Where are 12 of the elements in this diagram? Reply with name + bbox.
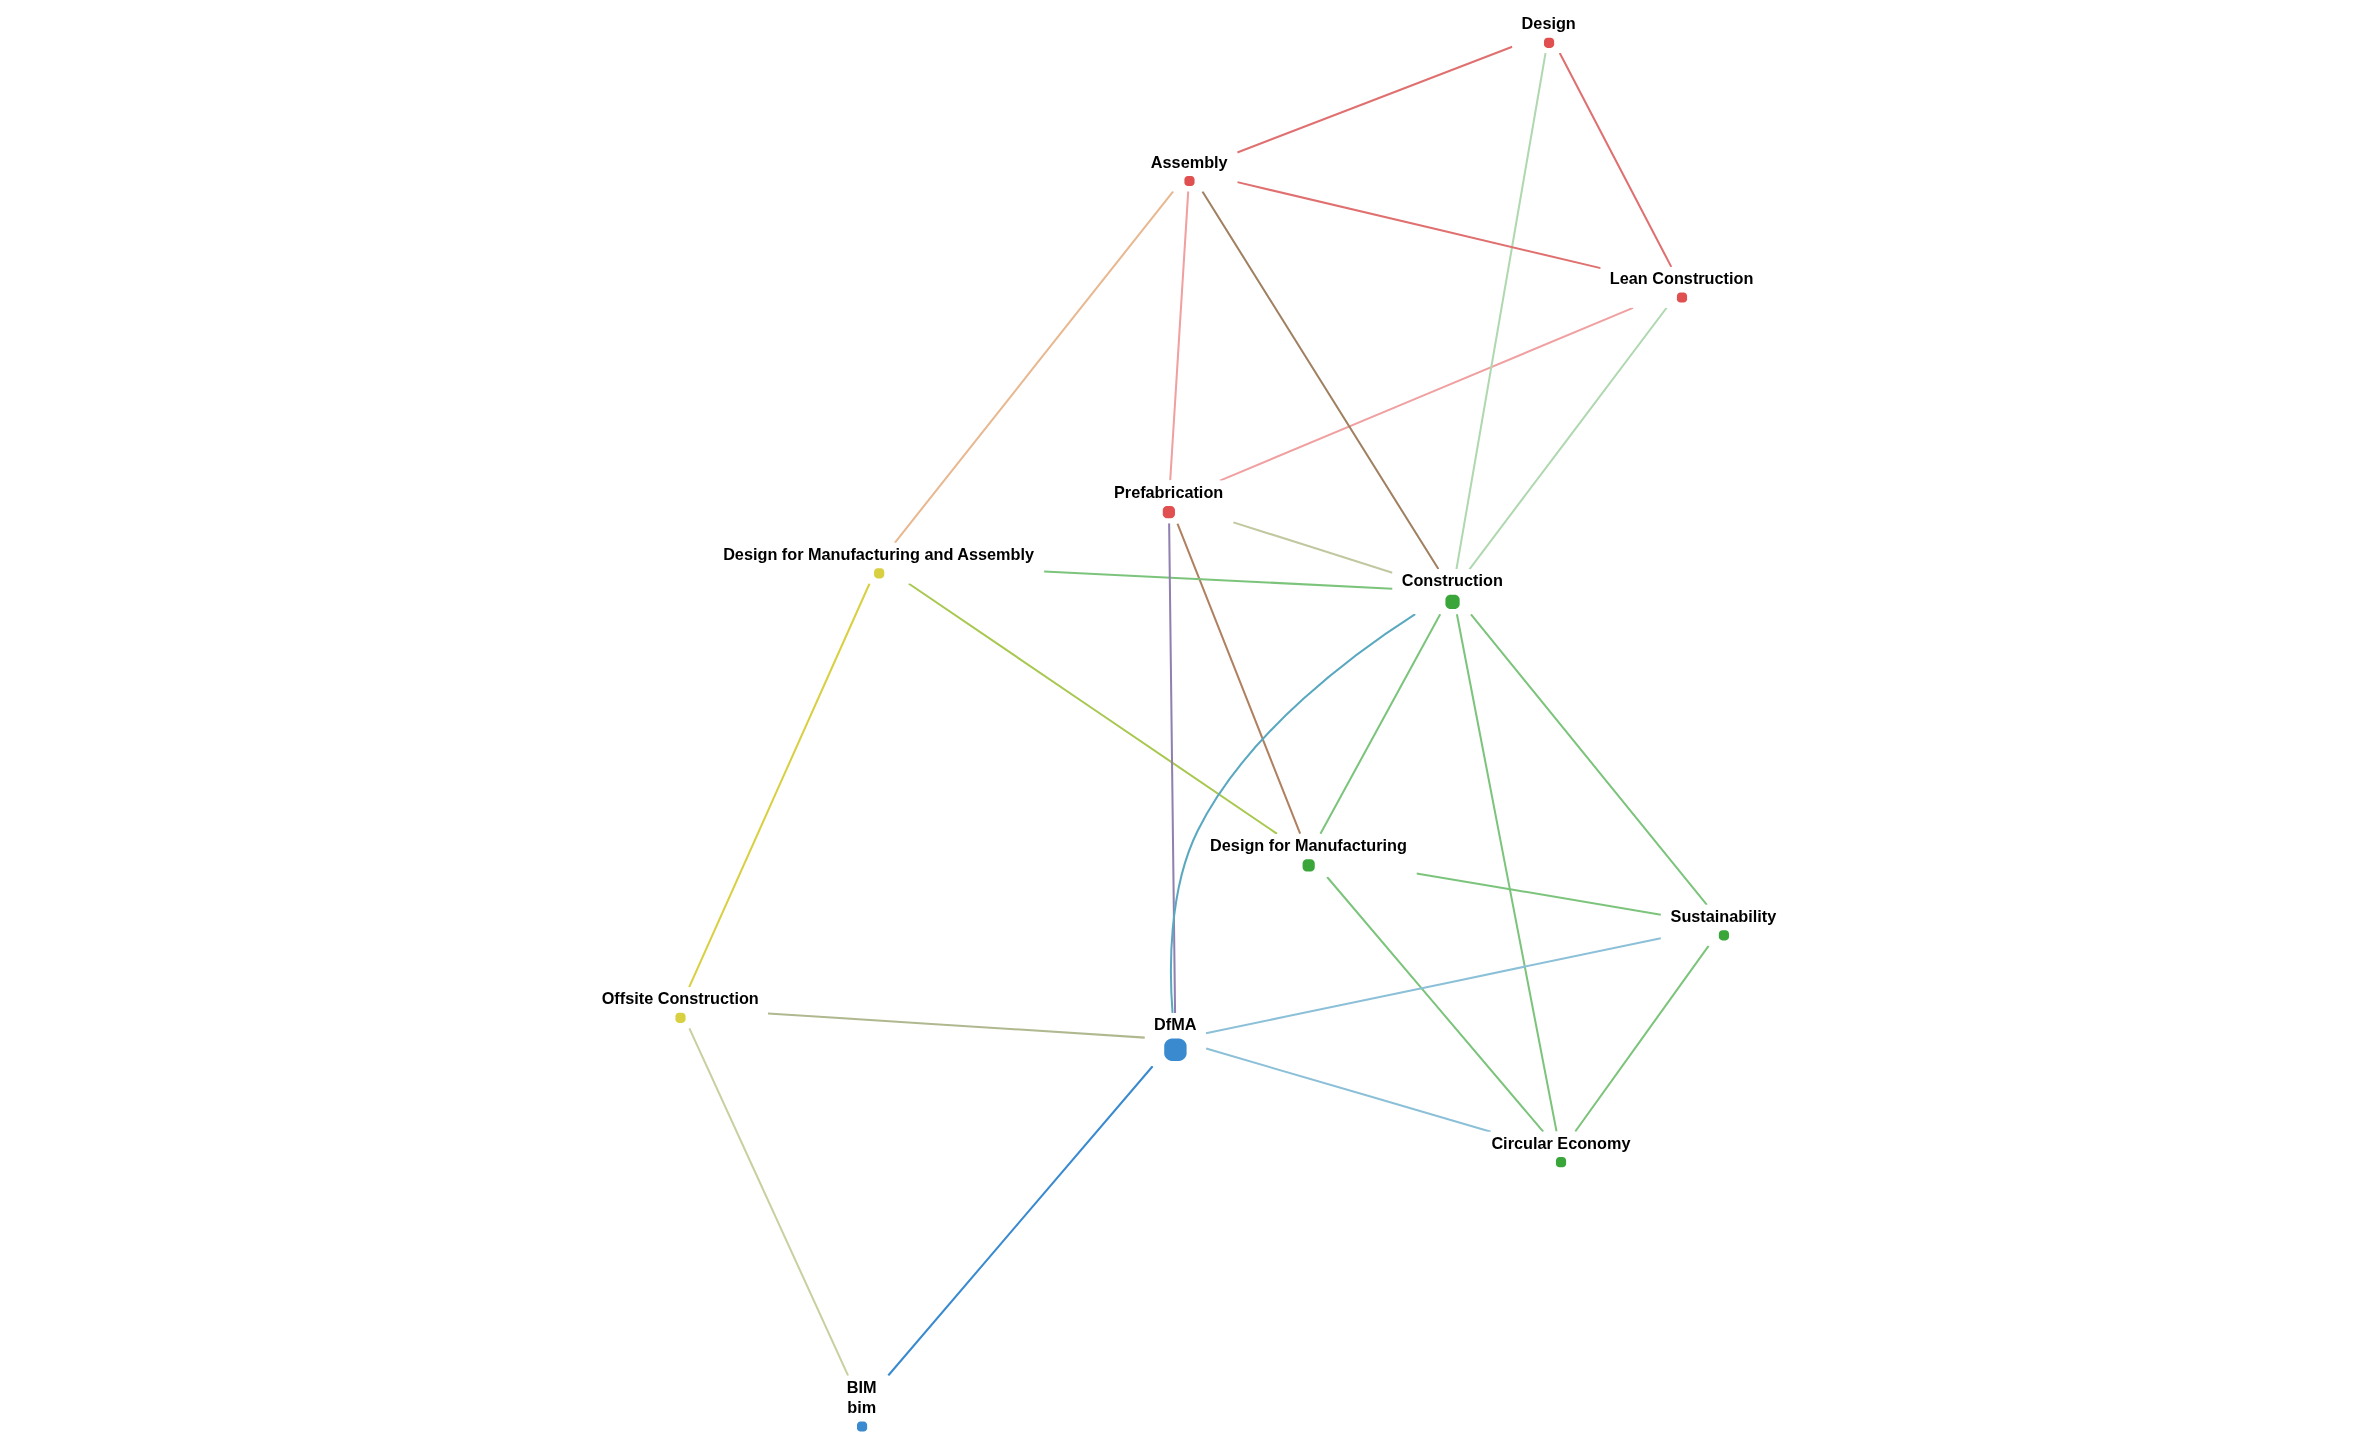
- node-text: Design for Manufacturing: [1209, 836, 1407, 855]
- node-text: Prefabrication: [1113, 482, 1223, 501]
- node-text: BIM bim: [846, 1377, 877, 1417]
- node-text: Sustainability: [1670, 906, 1776, 925]
- node-text: Design: [1521, 14, 1576, 33]
- node-text: Construction: [1401, 571, 1503, 590]
- node-text: Design for Manufacturing and Assembly: [722, 544, 1034, 563]
- node-text: Offsite Construction: [601, 989, 759, 1008]
- node-text: Assembly: [1150, 152, 1228, 171]
- node-text: Circular Economy: [1490, 1133, 1630, 1152]
- node-text: DfMA: [1153, 1015, 1196, 1034]
- node-text: Lean Construction: [1609, 269, 1753, 288]
